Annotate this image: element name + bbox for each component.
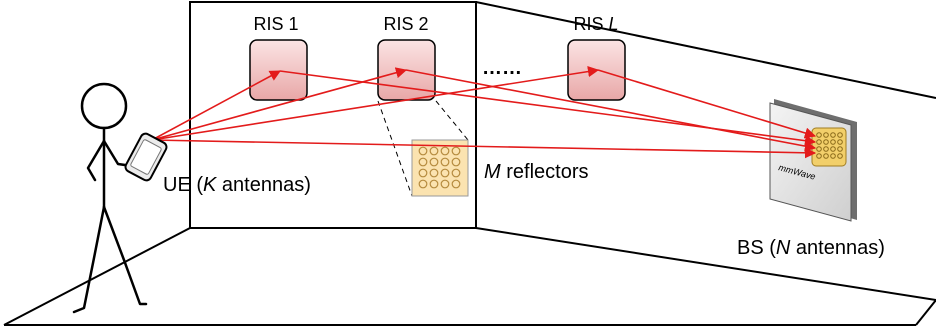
floor-right-edge: [915, 299, 936, 326]
ris-panel-1: [249, 39, 308, 101]
user-head: [80, 82, 128, 130]
ris-l-var: L: [609, 14, 619, 34]
back-wall: [189, 1, 477, 229]
ue-var: K: [203, 174, 218, 196]
user-right-leg: [102, 205, 148, 306]
reflectors-label: M reflectors: [484, 161, 588, 183]
ue-prefix: UE (: [163, 174, 203, 196]
user-left-arm: [86, 139, 106, 182]
ray-risl-bs: [597, 69, 817, 139]
ris-l-prefix: RIS: [573, 14, 608, 34]
ray-ue-risl: [151, 66, 600, 141]
bs-var: N: [776, 237, 791, 259]
reflector-array: [411, 139, 469, 197]
signal-rays: [151, 66, 817, 159]
user-left-leg: [72, 205, 106, 314]
ue-label: UE (K antennas): [163, 174, 311, 196]
ray-ris1-bs: [279, 70, 817, 147]
ris-1-label: RIS 1: [253, 14, 298, 34]
user-figure: [72, 82, 148, 314]
right-wall-floor-edge: [475, 227, 936, 301]
reflectors-var: M: [484, 161, 501, 183]
bs-antenna-elements: [816, 132, 843, 159]
bs-suffix: antennas): [790, 237, 885, 259]
reflector-elements: [418, 146, 461, 189]
zoom-lines: [377, 100, 469, 197]
bs-label: BS (N antennas): [737, 237, 885, 259]
ue-suffix: antennas): [216, 174, 311, 196]
floor-left-edge: [3, 227, 191, 326]
bs-device: mmWave: [769, 99, 857, 222]
ris-l-label: RIS L: [573, 14, 618, 34]
ellipsis-label: ……: [482, 57, 522, 79]
ray-ue-ris1: [151, 70, 281, 141]
reflectors-text: reflectors: [501, 161, 589, 183]
phone-icon: [124, 132, 168, 182]
ris-2-label: RIS 2: [383, 14, 428, 34]
right-wall: [475, 1, 936, 99]
ray-ris2-bs: [405, 69, 817, 152]
bs-prefix: BS (: [737, 237, 776, 259]
room: [3, 1, 936, 326]
ray-ue-bs-direct: [151, 139, 817, 159]
